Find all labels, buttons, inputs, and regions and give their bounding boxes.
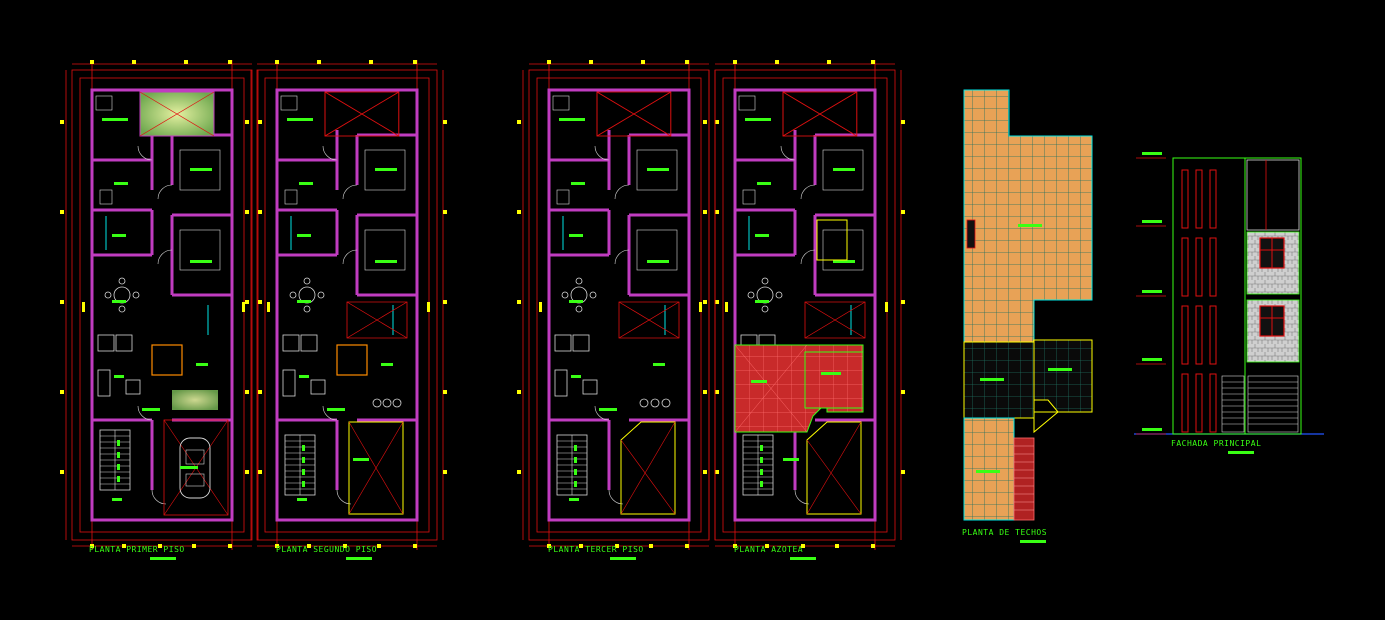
plan-segundo-piso xyxy=(243,58,449,552)
roof-stair xyxy=(1013,437,1035,521)
elevation-stone-panels xyxy=(1246,231,1300,363)
terrace-tiles xyxy=(734,344,864,433)
plan-tercer-piso xyxy=(515,58,721,552)
title-planta-primer-piso: PLANTA PRIMER PISO xyxy=(89,545,185,554)
elevation-doors xyxy=(1221,375,1299,433)
title-planta-de-techos: PLANTA DE TECHOS xyxy=(962,528,1047,537)
roof-plan xyxy=(963,89,1093,521)
front-elevation xyxy=(1134,152,1324,435)
plan-primer-piso xyxy=(58,58,264,552)
sheet-titles: PLANTA PRIMER PISO PLANTA SEGUNDO PISO P… xyxy=(89,439,1261,560)
title-planta-segundo-piso: PLANTA SEGUNDO PISO xyxy=(276,545,377,554)
title-planta-tercer-piso: PLANTA TERCER PISO xyxy=(548,545,644,554)
title-planta-azotea: PLANTA AZOTEA xyxy=(734,545,803,554)
plan-azotea xyxy=(701,58,907,552)
level-markers xyxy=(1136,152,1166,435)
title-fachada-principal: FACHADA PRINCIPAL xyxy=(1171,439,1261,448)
elevation-windows-left xyxy=(1181,169,1217,433)
